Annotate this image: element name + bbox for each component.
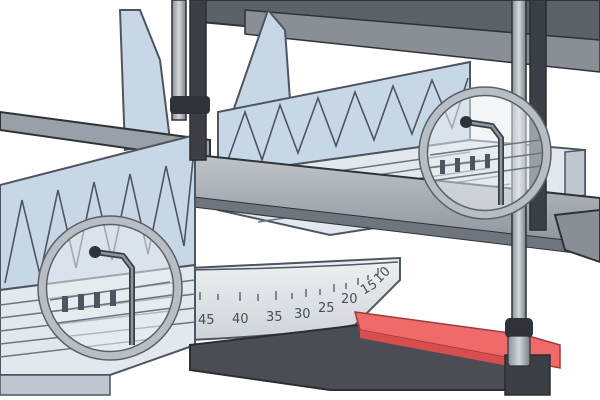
side-bracket: [553, 208, 600, 264]
scale-label-45: 45: [198, 313, 215, 328]
bolt-head-right: [460, 116, 472, 128]
magnifier-right: [418, 86, 552, 220]
scale-label-30: 30: [294, 307, 311, 322]
magnifier-ring-left: [37, 215, 183, 361]
scale-label-35: 35: [266, 310, 283, 325]
scale-label-20: 20: [341, 292, 358, 307]
scale-label-25: 25: [318, 301, 335, 316]
bolt-head-left: [89, 246, 101, 258]
magnifier-left: [37, 215, 183, 361]
left-fence-plate: [118, 9, 172, 152]
magnifier-ring-right: [418, 86, 552, 220]
scale-label-40: 40: [232, 312, 249, 327]
guide-post-left: [170, 0, 210, 161]
scale-label-15: 15: [358, 277, 380, 298]
protractor-scale: 45 40 35 30 25 20 15 10: [189, 256, 401, 342]
